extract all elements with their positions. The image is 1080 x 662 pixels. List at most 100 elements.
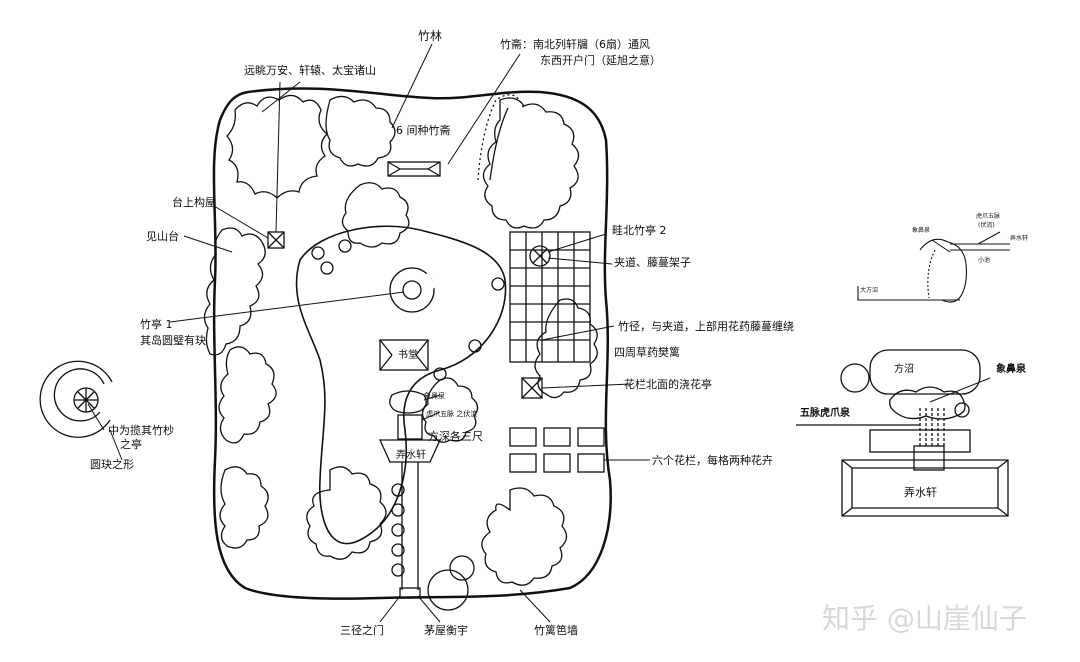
five-vein-channels: [919, 408, 945, 446]
channel-frame: [869, 429, 971, 453]
elephant-spring-rock: [919, 238, 968, 303]
foliage-left: [226, 94, 328, 199]
detail1-huzhua: 虎爪五脉: [976, 212, 1000, 220]
small-pool: [913, 445, 945, 471]
square-pool: [397, 414, 423, 440]
pavilion-1: [402, 280, 422, 300]
flower-beds: [509, 427, 605, 473]
roof-line: [427, 161, 441, 170]
trellis-grid: [509, 231, 591, 363]
label-fangshen: 方深各三尺: [428, 429, 483, 443]
tree: [468, 339, 482, 353]
garden-main-plan: [203, 87, 612, 611]
tree: [320, 261, 334, 275]
cross: [532, 248, 548, 264]
rock-cluster: [889, 386, 966, 420]
foliage-left-mid: [218, 346, 277, 444]
label-zhuli: 竹篱笆墙: [534, 623, 578, 637]
leader-lines: [87, 43, 1001, 623]
tree: [491, 277, 505, 291]
label-zhujing: 竹径，与夹道，上部用花药藤蔓缠绕: [618, 319, 794, 333]
tree: [427, 569, 469, 611]
jue-ring-inner: [53, 368, 105, 422]
label-qibei: 畦北竹亭 2: [612, 223, 667, 237]
roof-line: [841, 507, 853, 517]
label-zhuting1: 竹亭 1: [140, 317, 173, 331]
roof-line: [379, 354, 393, 371]
label-nongshui: 弄水轩: [396, 448, 426, 461]
roof-line: [997, 507, 1009, 517]
tree: [311, 246, 325, 260]
label-hualan: 花栏北面的浇花亭: [624, 377, 712, 391]
water-fall: [927, 249, 936, 299]
path-trees: [391, 483, 405, 577]
label-xiangbi: 象鼻泉: [424, 391, 445, 400]
gate: [399, 587, 421, 599]
pool-basin: [857, 286, 960, 301]
label-jianshan: 见山台: [146, 229, 179, 243]
label-taishang: 台上构屋: [172, 195, 216, 209]
detail-elevation: [857, 238, 1010, 303]
detail-plan: [796, 349, 1009, 517]
detail2-fangzhao: 方沼: [894, 362, 914, 375]
pond-outline: [295, 225, 507, 545]
roof-line: [379, 339, 393, 356]
label-huzhua: 虎爪五脉 之伏流: [426, 409, 477, 418]
detail2-wumai: 五脉虎爪泉: [800, 406, 851, 419]
foliage-bottom-center: [306, 466, 387, 560]
island-jue: [389, 267, 435, 313]
label-group: 竹林 竹斋：南北列轩牖（6扇）通风 东西开户门（延旭之意） 远眺万安、轩辕、太宝…: [90, 29, 1028, 637]
detail-shrub: [954, 402, 970, 418]
roof-line: [841, 459, 853, 469]
label-yuanjue: 圆玦之形: [90, 457, 134, 471]
book-hall: [379, 339, 429, 371]
label-jianzhai: 6 间种竹斋: [396, 123, 451, 137]
foliage-top-center: [325, 95, 396, 167]
label-shutang: 书堂: [398, 349, 418, 361]
label-zhulin: 竹林: [418, 29, 442, 43]
label-maowu: 茅屋衡宇: [424, 624, 468, 637]
label-sanjing: 三径之门: [340, 623, 384, 637]
label-liuge: 六个花栏，每格两种花卉: [652, 453, 773, 467]
roof-line: [387, 168, 401, 177]
foliage-top-mid: [341, 182, 410, 248]
label-zhuting1b: 其岛圆璧有玦: [140, 333, 206, 347]
detail1-xiangbi: 象鼻泉: [912, 226, 930, 234]
label-yuantiao: 远眺万安、轩辕、太宝诸山: [244, 63, 376, 77]
roof-line: [415, 339, 429, 356]
tree: [338, 239, 352, 253]
label-zhuzhai: 竹斋：南北列轩牖（6扇）通风: [500, 37, 650, 51]
label-zhuzhai-2: 东西开户门（延旭之意）: [540, 53, 661, 67]
jue-ring-outer: [39, 360, 113, 438]
tree: [449, 555, 475, 581]
square-pond: [869, 349, 981, 395]
roof-line: [415, 354, 429, 371]
detail1-nongshui: 弄水轩: [1010, 234, 1028, 242]
watermark: 知乎 @山崖仙子: [822, 602, 1027, 635]
jue-detail: [39, 360, 113, 438]
cross: [267, 231, 285, 249]
roof-line: [997, 459, 1009, 469]
foliage-left-lower: [203, 227, 266, 356]
pavilion-spoke: [77, 391, 95, 409]
water-pavilion: [378, 439, 442, 463]
bamboo-path-2: [489, 107, 509, 181]
garden-boundary-wall: [212, 87, 612, 600]
foliage-center-low: [421, 377, 479, 443]
label-sizhou: 四周草药樊篱: [614, 345, 680, 359]
pavilion-2: [529, 245, 551, 267]
detail2-nongshui: 弄水轩: [904, 485, 937, 499]
detail1-xiaochi: 小池: [978, 256, 990, 264]
label-zhiting: 之亭: [120, 437, 142, 451]
foliage-right-bottom: [481, 487, 568, 586]
elephant-spring: [389, 390, 427, 414]
jue-gap: [423, 272, 437, 290]
roof-line: [387, 161, 401, 170]
detail1-dafangzhao: 大方沼: [860, 286, 878, 294]
detail-tree: [840, 363, 870, 393]
foliage-left-bottom: [219, 466, 269, 549]
roof-line: [427, 168, 441, 177]
cross: [521, 377, 543, 399]
foliage-right: [534, 298, 598, 399]
bamboo-path: [477, 94, 525, 181]
